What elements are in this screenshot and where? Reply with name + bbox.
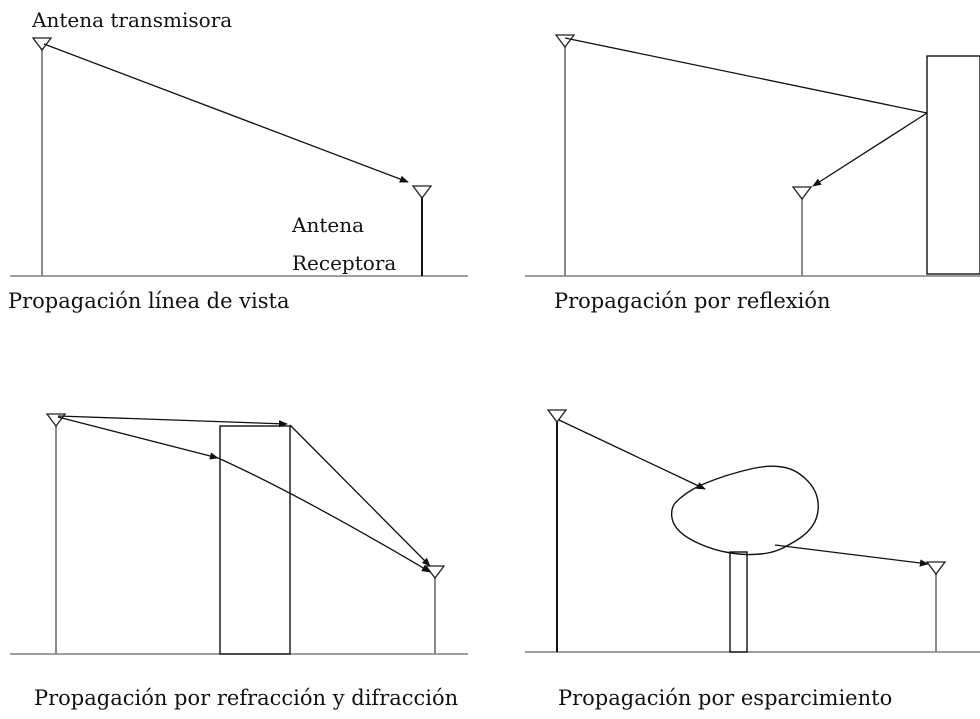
caption-refraction: Propagación por refracción y difracción (34, 686, 459, 710)
incident-ray (564, 37, 928, 114)
refraction-ray-curve (217, 457, 431, 573)
transmitter-antenna-icon (31, 37, 53, 52)
transmitter-antenna-icon (45, 413, 67, 428)
transmitter-label: Antena transmisora (32, 8, 233, 32)
panel-line-of-sight (10, 37, 468, 277)
panel-refraction (10, 413, 468, 655)
caption-line-of-sight: Propagación línea de vista (8, 289, 290, 313)
transmitter-antenna-icon (554, 34, 576, 49)
receiver-label-line-1: Antena (292, 213, 365, 237)
scattered-ray (774, 544, 929, 567)
receiver-antenna-icon (424, 565, 446, 580)
receiver-antenna-icon (411, 185, 433, 200)
tree-trunk (729, 551, 748, 653)
reflecting-building (926, 55, 980, 275)
caption-scattering: Propagación por esparcimiento (558, 686, 893, 710)
direct-ray (43, 43, 409, 183)
panel-scattering (525, 409, 980, 653)
caption-reflection: Propagación por reflexión (554, 289, 831, 313)
refraction-ray-segment (57, 416, 219, 460)
diffraction-ray-to-edge (57, 415, 288, 428)
diffraction-ray-to-receiver (289, 424, 431, 567)
panel-reflection (525, 34, 980, 277)
tree-crown (670, 465, 819, 556)
receiver-label-line-2: Receptora (292, 251, 397, 275)
incident-ray (558, 419, 706, 490)
obstacle-building (219, 425, 291, 655)
reflected-ray (812, 112, 928, 187)
receiver-antenna-icon (925, 561, 947, 576)
transmitter-antenna-icon (546, 409, 568, 424)
receiver-antenna-icon (791, 186, 813, 201)
